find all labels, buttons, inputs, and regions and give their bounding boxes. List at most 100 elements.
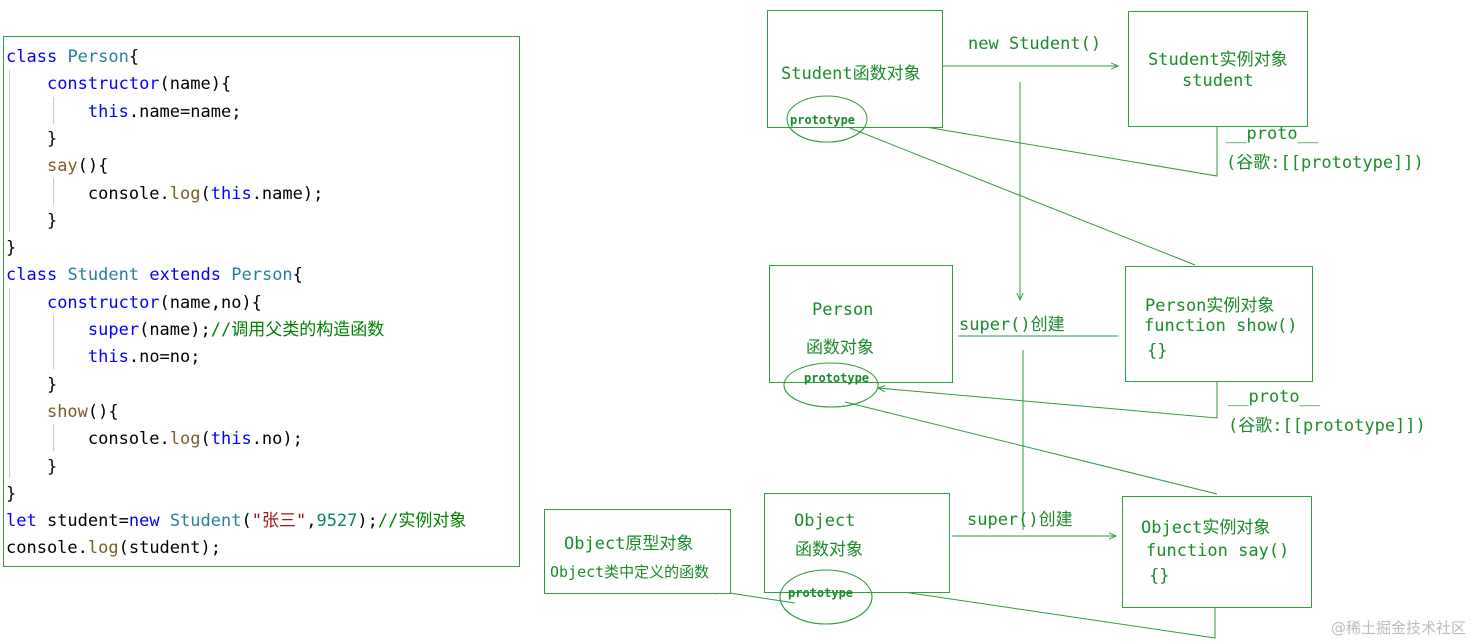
code-token: 9527 (316, 511, 358, 532)
code-token: ( (241, 511, 252, 532)
code-line: console.log(student); (6, 535, 221, 562)
person-instance-braces: {} (1147, 341, 1168, 361)
object-prototype-box (544, 509, 731, 594)
code-line: constructor(name){ (6, 71, 231, 98)
code-line: } (6, 481, 16, 508)
student-instance-title: Student实例对象 (1148, 50, 1288, 70)
object-function-label-2: 函数对象 (795, 540, 863, 560)
code-line: super(name);//调用父类的构造函数 (6, 317, 384, 344)
line-person-proto-to-object-inst (844, 401, 1218, 495)
code-token: this (210, 429, 252, 450)
code-token: Person (231, 265, 293, 286)
code-token: , (306, 511, 317, 532)
code-token: (){ (87, 401, 119, 422)
code-line: class Person{ (6, 44, 139, 71)
code-token: (student); (118, 538, 221, 559)
code-line: constructor(name,no){ (6, 290, 262, 317)
code-token: "张三" (251, 511, 307, 532)
person-prototype-label: prototype (804, 371, 870, 385)
code-line: show(){ (6, 399, 119, 426)
code-token: (){ (77, 156, 109, 177)
code-token: { (128, 47, 140, 67)
indent-guide (53, 315, 54, 369)
code-token: log (87, 538, 119, 559)
object-instance-box (1122, 496, 1312, 608)
code-line: let student=new Student("张三",9527);//实例对… (6, 508, 466, 535)
code-token: Student (169, 511, 242, 532)
code-token: } (6, 238, 17, 259)
person-instance-box (1125, 266, 1313, 382)
code-token: extends (149, 265, 221, 286)
code-line: class Student extends Person{ (6, 262, 303, 289)
object-instance-braces: {} (1149, 566, 1170, 586)
code-token: console. (6, 429, 170, 450)
code-token: } (6, 374, 58, 395)
code-token: constructor (46, 292, 160, 313)
code-token: class (6, 265, 58, 286)
code-line: } (6, 126, 57, 153)
person-instance-function: function show() (1144, 316, 1298, 336)
code-token: this (87, 347, 129, 368)
student-prototype-label: prototype (790, 113, 856, 127)
indent-guide (9, 70, 10, 232)
code-token: ); (357, 511, 378, 532)
code-token: console. (6, 183, 170, 204)
code-token: new (128, 511, 160, 532)
code-token: //调用父类的构造函数 (210, 320, 385, 340)
code-token: } (6, 128, 58, 149)
code-line: console.log(this.no); (6, 426, 303, 453)
object-function-label-1: Object (794, 511, 856, 531)
person-function-label-2: 函数对象 (806, 338, 874, 358)
code-token: (name); (139, 320, 211, 340)
object-prototype-subtitle: Object类中定义的函数 (550, 563, 710, 581)
code-token: ( (200, 183, 211, 204)
watermark: @稀土掘金技术社区 (1330, 619, 1466, 637)
code-token: } (6, 456, 58, 477)
code-token: console. (6, 538, 88, 559)
code-token: .no); (251, 429, 303, 450)
code-token: ( (200, 429, 211, 450)
super-label-2: super()创建 (967, 510, 1073, 530)
student-function-label: Student函数对象 (781, 64, 921, 84)
person-function-box (769, 265, 953, 383)
object-instance-title: Object实例对象 (1141, 518, 1271, 538)
indent-guide (53, 97, 54, 124)
code-token: log (169, 183, 201, 204)
code-line: } (6, 454, 57, 481)
proto-label-1: __proto__ (1226, 124, 1319, 144)
person-function-label-1: Person (812, 300, 874, 320)
code-line: this.name=name; (6, 99, 242, 126)
code-token: { (292, 265, 303, 286)
person-instance-title: Person实例对象 (1145, 296, 1275, 316)
code-token: } (6, 210, 58, 231)
indent-guide (53, 424, 54, 451)
code-panel: class Person{ constructor(name){ this.na… (3, 36, 520, 567)
student-instance-box (1128, 11, 1308, 127)
proto-label-2: __proto__ (1228, 387, 1321, 407)
chrome-label-2: (谷歌:[[prototype]]) (1228, 416, 1426, 436)
code-token: class (6, 47, 58, 67)
super-label-1: super()创建 (959, 315, 1065, 335)
object-instance-function: function say() (1146, 541, 1290, 561)
code-token: (name){ (159, 74, 232, 95)
code-line: } (6, 208, 57, 235)
code-token: //实例对象 (377, 511, 467, 532)
code-token: log (169, 429, 201, 450)
code-line: } (6, 235, 16, 262)
code-token: Person (67, 47, 129, 67)
code-token: show (46, 401, 88, 422)
student-instance-name: student (1182, 71, 1254, 91)
arrow-person-proto (878, 372, 1218, 419)
arrow-student-proto (872, 118, 1218, 177)
indent-guide (53, 178, 54, 205)
code-token: say (46, 156, 78, 177)
indent-guide (9, 288, 10, 478)
code-line: say(){ (6, 153, 108, 180)
code-token: .name=name; (128, 101, 242, 122)
new-student-label: new Student() (968, 34, 1102, 54)
code-line: } (6, 372, 57, 399)
code-token: .name); (251, 183, 324, 204)
code-token: constructor (46, 74, 160, 95)
code-line: this.no=no; (6, 344, 201, 371)
code-token: student= (36, 511, 129, 532)
